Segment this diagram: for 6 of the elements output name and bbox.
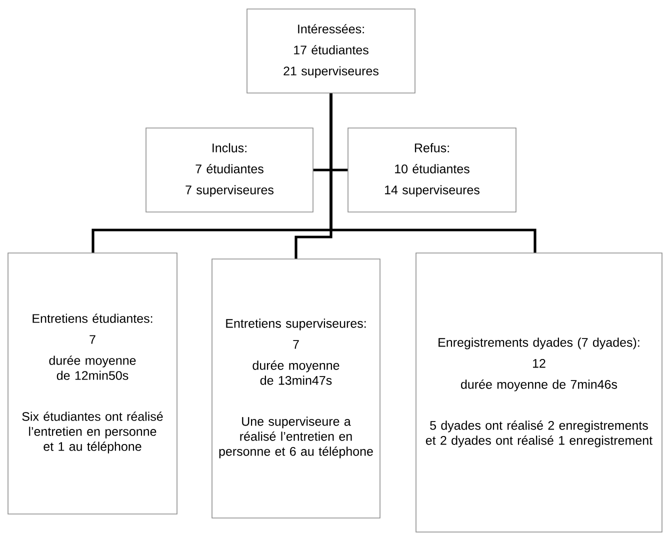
text-box: Refus: 10 étudiantes 14 superviseures (348, 128, 516, 212)
text-box: Entretiens superviseures: 7 durée moyenne de 13min47s Une superviseure a réalisé l’entretien en personne et 6 au téléphone (212, 258, 380, 518)
text-box: Inclus: 7 étudiantes 7 superviseures (146, 128, 314, 212)
text-box: Enregistrements dyades (7 dyades): 12 durée moyenne de 7min46s 5 dyades ont réalisé 2 enregistrements et 2 dyades ont réalisé 1 enregistrement (416, 252, 662, 532)
text-box: Intéressées: 17 étudiantes 21 superviseures (246, 8, 416, 94)
text-box: Entretiens étudiantes: 7 durée moyenne de 12min50s Six étudiantes ont réalisé l’entretien en personne et 1 au téléphone (8, 252, 178, 514)
